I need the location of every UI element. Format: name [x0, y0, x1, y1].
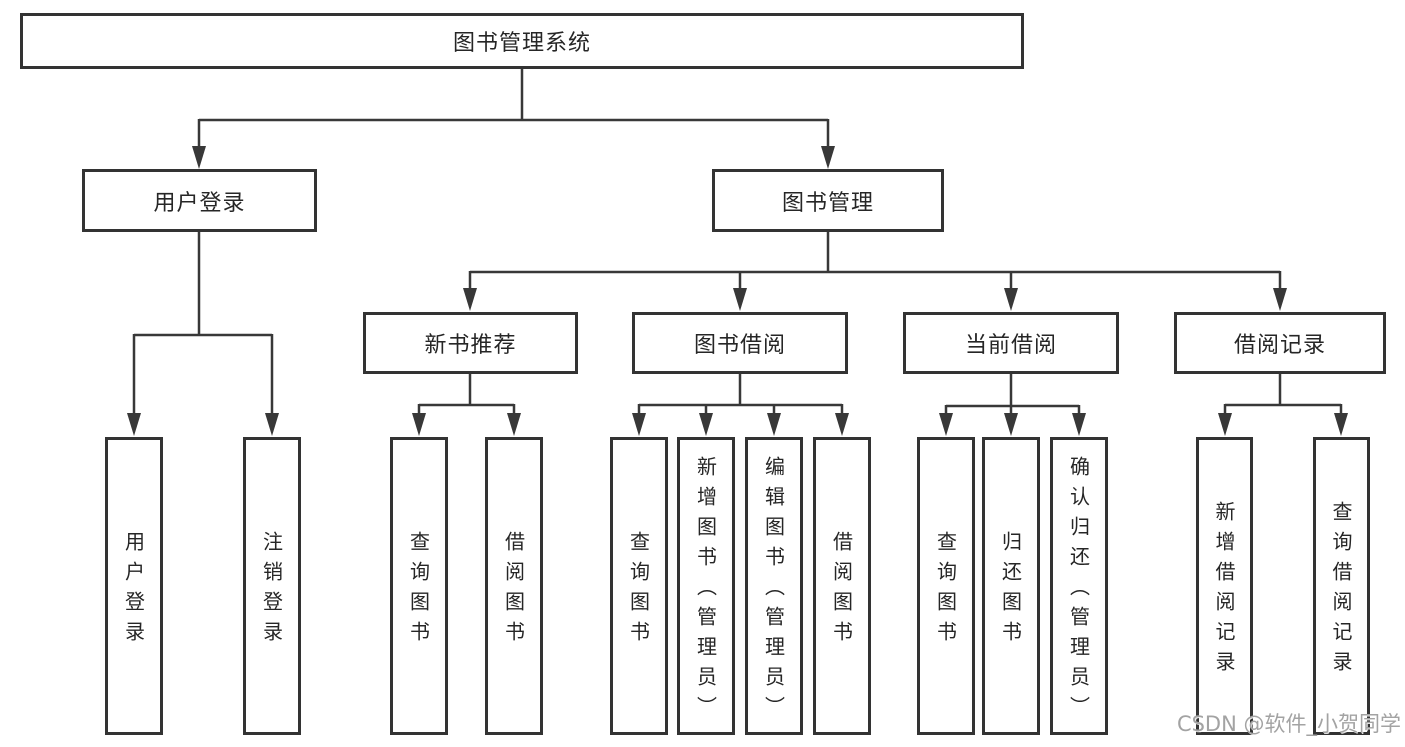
leaf-confirm-return-admin-label: 确认归还（管理员） [1066, 456, 1091, 726]
leaf-borrowing-query-books: 查询图书 [610, 437, 668, 735]
leaf-logout: 注销登录 [243, 437, 301, 735]
node-book-borrowing: 图书借阅 [632, 312, 848, 374]
leaf-query-borrow-record: 查询借阅记录 [1313, 437, 1370, 735]
node-new-book-recommend-label: 新书推荐 [424, 333, 517, 358]
leaf-add-borrow-record: 新增借阅记录 [1196, 437, 1253, 735]
node-book-management-label: 图书管理 [781, 190, 874, 216]
node-root-system: 图书管理系统 [20, 13, 1024, 69]
leaf-current-query-books: 查询图书 [917, 437, 975, 735]
leaf-add-books-admin: 新增图书（管理员） [677, 437, 735, 735]
node-current-borrowing: 当前借阅 [903, 312, 1119, 374]
node-user-login-label: 用户登录 [153, 190, 246, 216]
leaf-newbook-query-books-label: 查询图书 [406, 531, 431, 651]
leaf-edit-books-admin: 编辑图书（管理员） [745, 437, 803, 735]
leaf-confirm-return-admin: 确认归还（管理员） [1050, 437, 1108, 735]
leaf-return-books-label: 归还图书 [998, 531, 1023, 651]
watermark: CSDN @软件_小贺同学 [1176, 712, 1401, 736]
leaf-add-books-admin-label: 新增图书（管理员） [693, 456, 718, 726]
leaf-user-login-label: 用户登录 [121, 531, 146, 651]
leaf-newbook-borrow-books-label: 借阅图书 [501, 531, 526, 651]
leaf-borrowing-borrow-books: 借阅图书 [813, 437, 871, 735]
node-root-system-label: 图书管理系统 [452, 31, 591, 56]
leaf-query-borrow-record-label: 查询借阅记录 [1329, 501, 1353, 681]
leaf-return-books: 归还图书 [982, 437, 1040, 735]
node-borrow-records-label: 借阅记录 [1233, 333, 1326, 358]
leaf-edit-books-admin-label: 编辑图书（管理员） [761, 456, 786, 726]
leaf-user-login: 用户登录 [105, 437, 163, 735]
node-user-login: 用户登录 [82, 169, 317, 232]
node-book-management: 图书管理 [712, 169, 944, 232]
node-new-book-recommend: 新书推荐 [363, 312, 578, 374]
node-borrow-records: 借阅记录 [1174, 312, 1386, 374]
leaf-current-query-books-label: 查询图书 [933, 531, 958, 651]
leaf-logout-label: 注销登录 [259, 531, 284, 651]
leaf-add-borrow-record-label: 新增借阅记录 [1212, 501, 1236, 681]
node-book-borrowing-label: 图书借阅 [693, 333, 786, 358]
leaf-borrowing-query-books-label: 查询图书 [626, 531, 651, 651]
node-current-borrowing-label: 当前借阅 [964, 333, 1057, 358]
leaf-newbook-borrow-books: 借阅图书 [485, 437, 543, 735]
leaf-newbook-query-books: 查询图书 [390, 437, 448, 735]
leaf-borrowing-borrow-books-label: 借阅图书 [829, 531, 854, 651]
